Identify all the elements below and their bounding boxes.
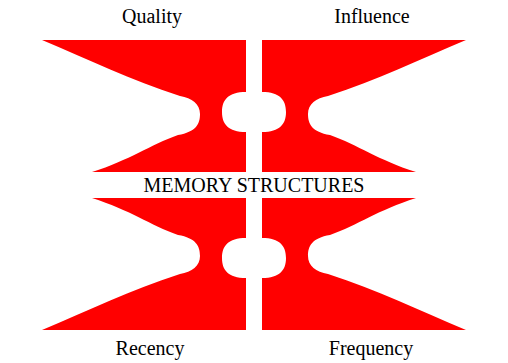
label-text: MEMORY STRUCTURES xyxy=(140,174,369,196)
label-text: Quality xyxy=(122,5,182,27)
puzzle-piece xyxy=(42,198,246,330)
label-text: Frequency xyxy=(329,337,413,359)
puzzle-piece xyxy=(262,198,466,330)
label-text: Recency xyxy=(116,337,185,359)
label-text: Influence xyxy=(334,5,410,27)
puzzle-piece xyxy=(42,40,246,172)
puzzle-piece xyxy=(262,40,466,172)
